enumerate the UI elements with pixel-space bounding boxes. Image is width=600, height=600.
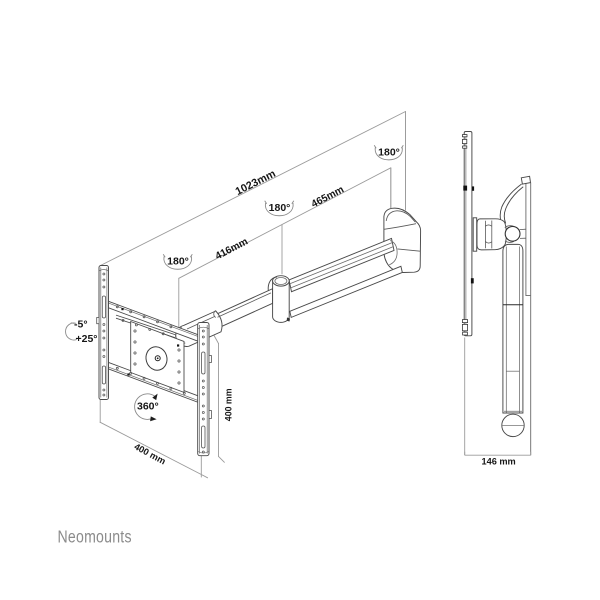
svg-text:180°: 180°: [167, 256, 189, 268]
svg-text:Neomounts: Neomounts: [58, 528, 132, 547]
svg-text:146 mm: 146 mm: [482, 457, 516, 467]
svg-text:-5°: -5°: [74, 319, 88, 331]
svg-text:180°: 180°: [269, 202, 291, 214]
svg-text:180°: 180°: [378, 147, 400, 159]
svg-text:400 mm: 400 mm: [223, 388, 233, 421]
svg-text:+25°: +25°: [76, 333, 98, 345]
svg-text:360°: 360°: [137, 401, 159, 413]
